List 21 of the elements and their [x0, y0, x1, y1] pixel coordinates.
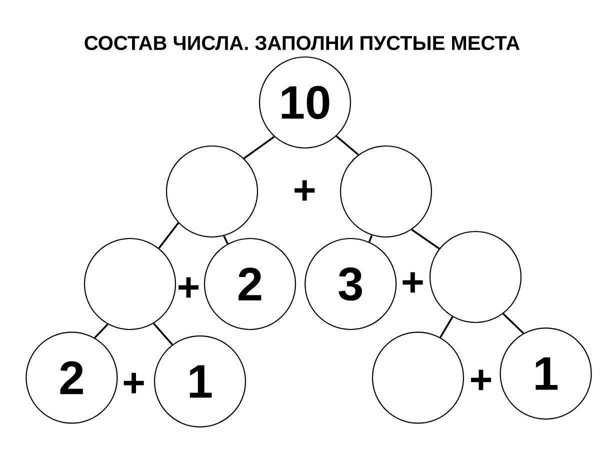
plus-sign: + — [178, 277, 199, 298]
connector-line — [411, 228, 440, 250]
connector-line — [94, 324, 108, 338]
plus-sign: + — [124, 372, 144, 394]
connector-line — [440, 316, 454, 338]
connector-line — [223, 236, 228, 244]
connector-line — [336, 135, 359, 156]
answer-circle — [166, 145, 258, 238]
connector-line — [502, 313, 524, 334]
answer-circle — [429, 230, 522, 324]
connector-line — [368, 234, 373, 242]
connector-line — [243, 136, 275, 160]
connector-line — [158, 222, 180, 249]
title: СОСТАВ ЧИСЛА. ЗАПОЛНИ ПУСТЫЕ МЕСТА — [84, 36, 520, 50]
plus-sign: + — [402, 272, 423, 293]
answer-circle — [372, 332, 464, 424]
answer-circle — [340, 145, 432, 238]
connector-line — [153, 322, 173, 346]
answer-circle — [84, 238, 176, 330]
plus-sign: + — [471, 370, 492, 390]
plus-sign: + — [294, 180, 315, 201]
